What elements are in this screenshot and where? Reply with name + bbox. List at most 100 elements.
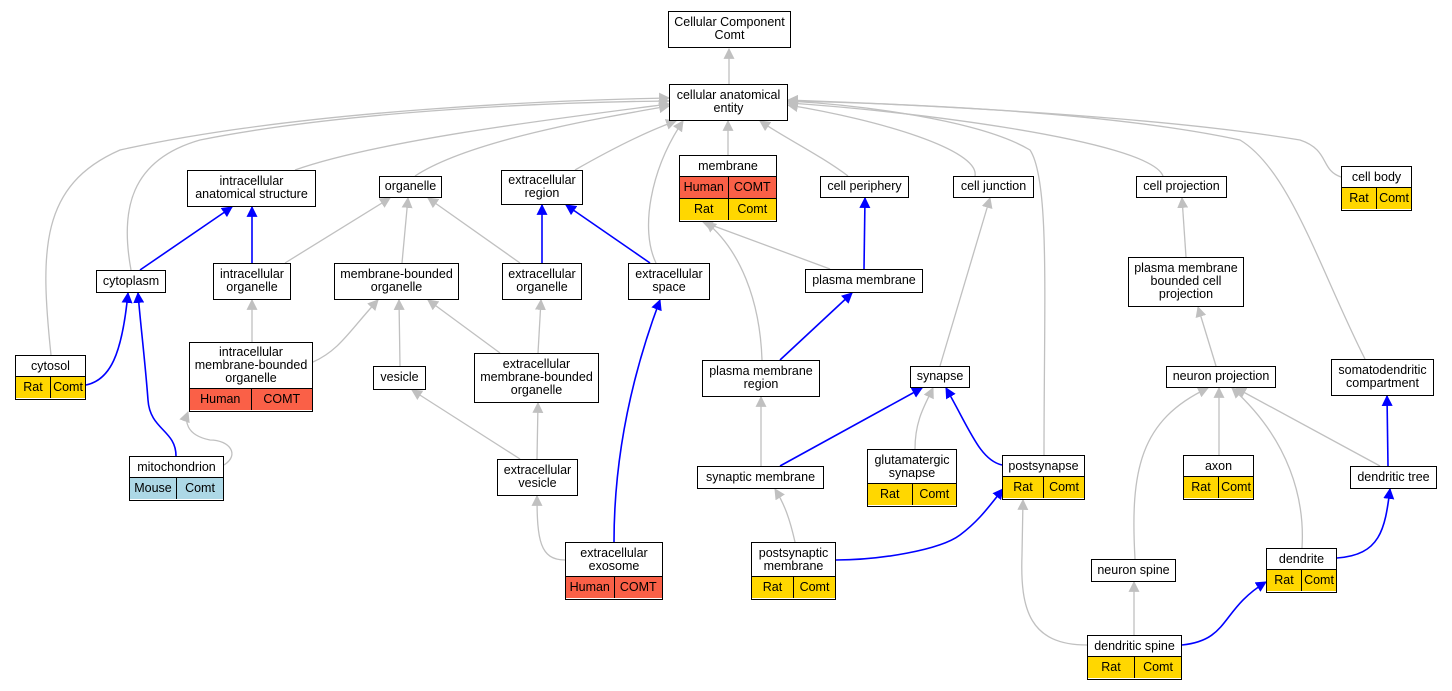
node-neuspine[interactable]: neuron spine xyxy=(1091,559,1176,582)
node-intorg[interactable]: intracellular organelle xyxy=(213,263,291,300)
edge-pm-to-membrane xyxy=(701,220,831,270)
species-badge: Human xyxy=(190,389,251,410)
species-badge: Comt xyxy=(1218,477,1253,498)
node-organelle[interactable]: organelle xyxy=(379,176,442,198)
edge-ias-to-cae xyxy=(294,99,671,171)
node-vesicle[interactable]: vesicle xyxy=(373,366,426,390)
node-neuproj[interactable]: neuron projection xyxy=(1166,366,1276,388)
species-badge: Rat xyxy=(1088,657,1134,678)
node-pmbcp[interactable]: plasma membrane bounded cell projection xyxy=(1128,257,1244,307)
edge-embo-to-mbo xyxy=(427,299,501,354)
species-badge: COMT xyxy=(613,577,662,598)
node-label: intracellular organelle xyxy=(220,267,284,294)
node-synmem[interactable]: synaptic membrane xyxy=(697,466,824,489)
edge-cytosol-to-cae xyxy=(45,92,671,356)
edge-cytoplasm-to-cae xyxy=(126,95,671,271)
node-exves[interactable]: extracellular vesicle xyxy=(497,459,578,496)
node-mbo[interactable]: membrane-bounded organelle xyxy=(334,263,459,300)
edge-mbo-to-organelle xyxy=(401,196,413,264)
node-cellproj[interactable]: cell projection xyxy=(1136,176,1227,198)
node-label: plasma membrane bounded cell projection xyxy=(1134,261,1238,301)
edge-glusyn-to-synapse xyxy=(914,387,934,450)
species-badge: Human xyxy=(680,177,728,198)
node-imbo[interactable]: intracellular membrane-bounded organelle… xyxy=(189,342,313,412)
node-label: somatodendritic compartment xyxy=(1338,363,1427,390)
node-exspace[interactable]: extracellular space xyxy=(628,263,710,300)
edge-dentree-to-neuproj xyxy=(1235,387,1381,467)
edge-mito-to-imbo xyxy=(179,410,233,466)
node-label: axon xyxy=(1204,458,1233,473)
node-celljunc[interactable]: cell junction xyxy=(953,176,1034,198)
edge-psm-to-synmem xyxy=(774,488,796,543)
species-badge: Comt xyxy=(911,484,956,505)
edge-dentree-to-sdc xyxy=(1381,394,1393,467)
species-badge: Rat xyxy=(868,484,912,505)
edge-pmr-to-membrane xyxy=(705,221,763,361)
species-badge: Rat xyxy=(1003,477,1043,498)
edge-embo-to-exorg xyxy=(534,298,546,354)
species-badge: Rat xyxy=(752,577,793,598)
edge-dendrite-to-neuproj xyxy=(1231,387,1304,549)
species-badge: COMT xyxy=(727,177,776,198)
species-badge: Comt xyxy=(1301,570,1336,591)
edge-psm-to-postsyn xyxy=(835,488,1004,561)
node-label: membrane xyxy=(698,158,758,173)
species-badge: Comt xyxy=(50,377,85,398)
edge-pmr-to-pm xyxy=(779,292,853,361)
node-label: cytoplasm xyxy=(102,273,160,288)
species-badge: Rat xyxy=(1184,477,1218,498)
edge-imbo-to-mbo xyxy=(312,299,379,363)
edge-intorg-to-organelle xyxy=(284,197,391,264)
node-dentree[interactable]: dendritic tree xyxy=(1350,466,1437,489)
node-label: neuron spine xyxy=(1097,562,1170,577)
edge-denspine-to-dendrite xyxy=(1181,581,1267,646)
edge-synmem-to-synapse xyxy=(779,387,923,467)
edge-pm-to-cellper xyxy=(859,196,871,270)
species-badge: Comt xyxy=(1134,657,1181,678)
node-label: plasma membrane xyxy=(812,273,916,287)
node-root[interactable]: Cellular Component Comt xyxy=(668,11,791,48)
node-synapse[interactable]: synapse xyxy=(910,366,970,388)
node-label: extracellular organelle xyxy=(508,267,576,294)
species-badge: Rat xyxy=(1342,188,1376,209)
edge-synapse-to-celljunc xyxy=(939,196,993,367)
node-embo[interactable]: extracellular membrane-bounded organelle xyxy=(474,353,599,403)
edge-exreg-to-cae xyxy=(574,119,678,171)
node-cae[interactable]: cellular anatomical entity xyxy=(669,84,788,121)
node-label: postsynapse xyxy=(1008,458,1079,473)
node-exreg[interactable]: extracellular region xyxy=(501,170,583,205)
node-cellper[interactable]: cell periphery xyxy=(820,176,909,198)
species-badge: Mouse xyxy=(130,478,176,499)
edge-vesicle-to-mbo xyxy=(393,298,405,367)
species-badge: Comt xyxy=(793,577,835,598)
node-cytoplasm[interactable]: cytoplasm xyxy=(96,270,166,293)
node-pm[interactable]: plasma membrane xyxy=(805,269,923,293)
edge-mito-to-cytoplasm xyxy=(133,291,177,457)
node-exorg[interactable]: extracellular organelle xyxy=(502,263,582,300)
node-label: vesicle xyxy=(380,370,419,384)
node-sdc[interactable]: somatodendritic compartment xyxy=(1331,359,1434,396)
node-pmr[interactable]: plasma membrane region xyxy=(702,360,820,397)
node-label: intracellular membrane-bounded organelle xyxy=(194,345,308,385)
node-ias[interactable]: intracellular anatomical structure xyxy=(187,170,316,207)
edge-pmbcp-to-cellproj xyxy=(1177,196,1189,258)
node-label: dendritic tree xyxy=(1357,469,1430,484)
node-label: organelle xyxy=(384,179,437,193)
